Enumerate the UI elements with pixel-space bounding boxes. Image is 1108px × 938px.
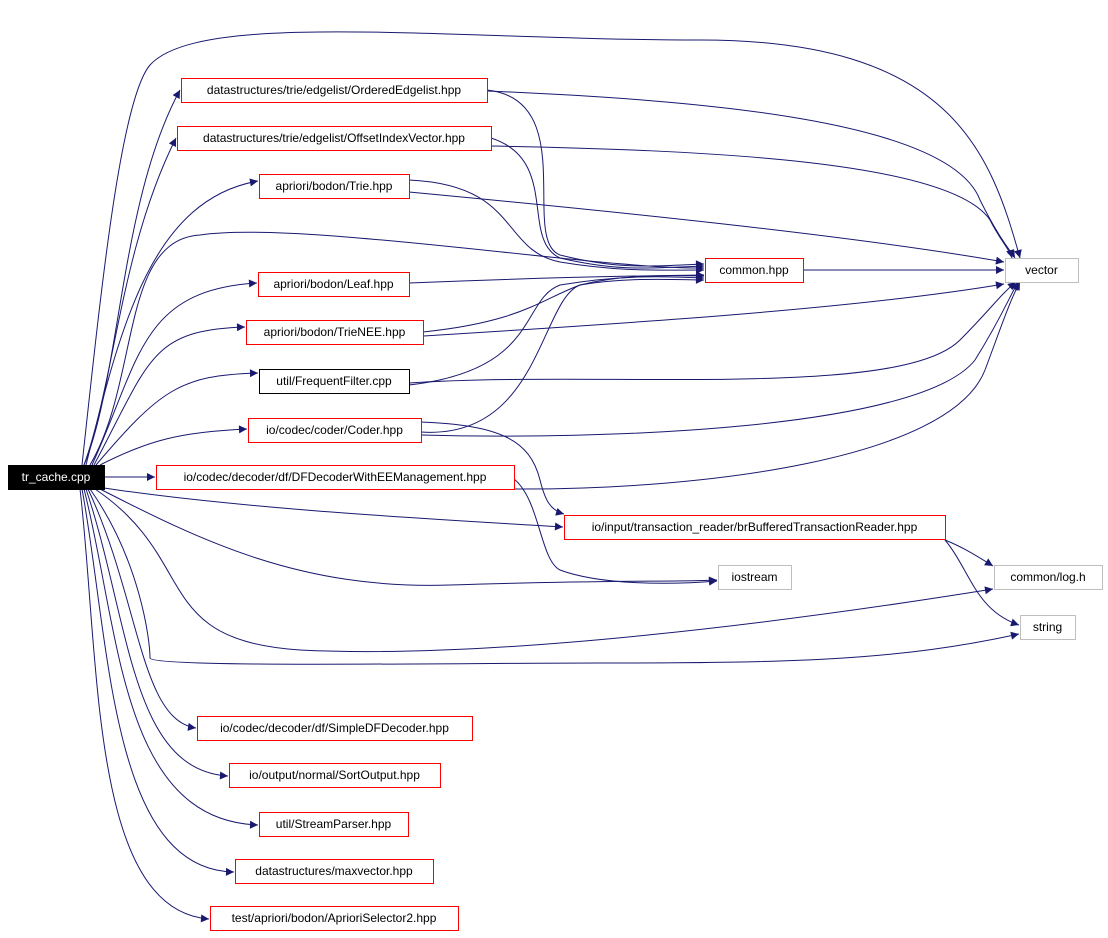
node-label: datastructures/maxvector.hpp (255, 864, 413, 878)
node-label: apriori/bodon/Trie.hpp (276, 179, 393, 193)
edge-offset-to-common (490, 137, 705, 271)
edge-root-to-log (94, 488, 994, 653)
edge-root-to-iostream (99, 488, 718, 586)
node-label: util/StreamParser.hpp (276, 817, 392, 831)
node-label: tr_cache.cpp (22, 470, 91, 484)
node-log[interactable]: common/log.h (994, 565, 1103, 590)
edge-root-to-offset (83, 137, 177, 466)
edge-trie-to-vector (408, 191, 1005, 265)
edge-ordered-to-common (486, 89, 705, 269)
node-vector[interactable]: vector (1005, 258, 1079, 283)
node-box (210, 906, 459, 931)
edge-root-to-leaf (91, 279, 258, 466)
edge-root-to-streamp (83, 488, 259, 829)
node-box (181, 78, 488, 103)
node-box (259, 812, 409, 837)
edge-root-to-ordered (83, 89, 181, 466)
edge-root-to-trie (85, 178, 259, 466)
edge-offset-to-vector (490, 145, 1014, 259)
node-label: io/output/normal/SortOutput.hpp (249, 768, 420, 782)
node-box (246, 320, 424, 345)
node-box (235, 859, 434, 884)
node-box (259, 369, 410, 394)
node-label: apriori/bodon/Leaf.hpp (273, 277, 393, 291)
dependency-edges (79, 31, 1022, 923)
node-leaf[interactable]: apriori/bodon/Leaf.hpp (258, 272, 410, 297)
node-label: string (1033, 620, 1062, 634)
node-box (248, 418, 422, 443)
node-label: vector (1025, 263, 1058, 277)
node-label: io/codec/coder/Coder.hpp (266, 423, 403, 437)
edge-root-to-vector (81, 31, 1022, 466)
edge-freq-to-vector (408, 281, 1017, 384)
edge-root-to-simpledf (87, 488, 197, 731)
node-dfdecee[interactable]: io/codec/decoder/df/DFDecoderWithEEManag… (156, 465, 515, 490)
node-root[interactable]: tr_cache.cpp (8, 465, 105, 490)
edge-root-to-sortout (85, 488, 229, 780)
node-sortout[interactable]: io/output/normal/SortOutput.hpp (229, 763, 441, 788)
node-trienee[interactable]: apriori/bodon/TrieNEE.hpp (246, 320, 424, 345)
node-coder[interactable]: io/codec/coder/Coder.hpp (248, 418, 422, 443)
node-box (258, 272, 410, 297)
edge-coder-to-common (420, 275, 705, 433)
node-box (259, 174, 410, 199)
node-box (1020, 615, 1076, 640)
node-string[interactable]: string (1020, 615, 1076, 640)
edge-trie-to-common (408, 179, 705, 275)
edge-trienee-to-vector (422, 281, 1005, 337)
node-box (718, 565, 792, 590)
node-label: common.hpp (719, 263, 789, 277)
node-label: util/FrequentFilter.cpp (276, 374, 392, 388)
node-simpledf[interactable]: io/codec/decoder/df/SimpleDFDecoder.hpp (197, 716, 473, 741)
node-label: common/log.h (1010, 570, 1085, 584)
node-iostream[interactable]: iostream (718, 565, 792, 590)
node-box (197, 716, 473, 741)
edge-coder-to-brbuf (420, 421, 565, 516)
node-box (8, 465, 105, 490)
edge-dfdecee-to-iostream (513, 478, 718, 586)
node-trie[interactable]: apriori/bodon/Trie.hpp (259, 174, 410, 199)
node-label: io/input/transaction_reader/brBufferedTr… (592, 520, 918, 534)
edge-brbuf-to-string (944, 539, 1020, 627)
node-common[interactable]: common.hpp (705, 258, 804, 283)
dependency-nodes: tr_cache.cpp datastructures/trie/edgelist… (8, 78, 1103, 931)
node-maxvec[interactable]: datastructures/maxvector.hpp (235, 859, 434, 884)
node-brbuf[interactable]: io/input/transaction_reader/brBufferedTr… (564, 515, 946, 540)
edge-coder-to-vector (420, 281, 1019, 437)
node-box (1005, 258, 1079, 283)
edge-root-to-common (89, 231, 705, 466)
node-label: datastructures/trie/edgelist/OrderedEdge… (207, 83, 461, 97)
edge-freq-to-common (408, 273, 705, 386)
edge-root-to-string (89, 488, 1020, 665)
edge-root-to-aprsel (79, 488, 210, 923)
node-label: io/codec/decoder/df/DFDecoderWithEEManag… (184, 470, 487, 484)
edge-root-to-coder (99, 425, 248, 466)
node-label: iostream (731, 570, 777, 584)
edge-root-to-freq (95, 369, 259, 466)
node-label: apriori/bodon/TrieNEE.hpp (264, 325, 406, 339)
edge-root-to-maxvec (81, 488, 235, 876)
node-box (994, 565, 1103, 590)
node-box (156, 465, 515, 490)
edge-brbuf-to-log (944, 539, 994, 567)
node-label: io/codec/decoder/df/SimpleDFDecoder.hpp (220, 721, 449, 735)
node-box (564, 515, 946, 540)
node-freq[interactable]: util/FrequentFilter.cpp (259, 369, 410, 394)
edge-root-to-brbuf (103, 487, 564, 531)
node-aprsel[interactable]: test/apriori/bodon/AprioriSelector2.hpp (210, 906, 459, 931)
node-offset[interactable]: datastructures/trie/edgelist/OffsetIndex… (177, 126, 492, 151)
node-ordered[interactable]: datastructures/trie/edgelist/OrderedEdge… (181, 78, 488, 103)
node-box (705, 258, 804, 283)
edge-root-to-trienee (93, 323, 246, 466)
edge-dfdecee-to-vector (513, 281, 1021, 490)
node-box (177, 126, 492, 151)
node-box (229, 763, 441, 788)
node-label: datastructures/trie/edgelist/OffsetIndex… (203, 131, 465, 145)
node-label: test/apriori/bodon/AprioriSelector2.hpp (232, 911, 437, 925)
node-streamp[interactable]: util/StreamParser.hpp (259, 812, 409, 837)
edge-ordered-to-vector (486, 90, 1016, 259)
